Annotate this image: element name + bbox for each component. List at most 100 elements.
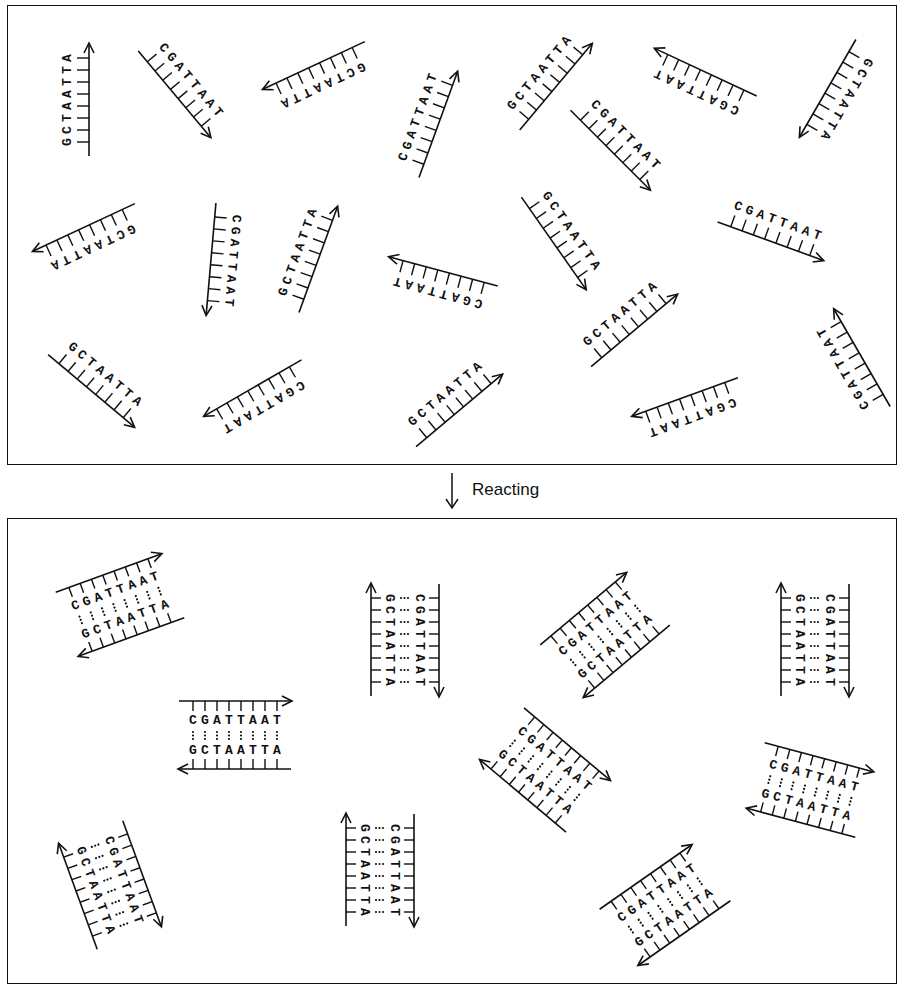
base-rung [429, 657, 439, 658]
hydrogen-bond-dot [382, 911, 384, 913]
base-rung [781, 633, 791, 634]
hydrogen-bond-dot [827, 790, 830, 793]
base-sequence: GCTAATTA [792, 594, 807, 690]
hydrogen-bond-dot [511, 742, 514, 745]
base-rung [742, 220, 746, 231]
base-rung [429, 597, 439, 598]
base-rung [208, 289, 220, 290]
base-rung [831, 322, 841, 328]
hydrogen-bond-dot [403, 621, 405, 623]
base-rung [810, 756, 813, 766]
hydrogen-bond-dot [157, 586, 160, 589]
double-strand-drawing [175, 695, 295, 775]
hydrogen-bond-dot [813, 657, 815, 659]
hydrogen-bond-dot [769, 775, 772, 778]
base-rung [435, 270, 438, 282]
base-rung [646, 411, 650, 422]
hydrogen-bond-dot [700, 883, 703, 886]
backbone-line [88, 44, 90, 156]
base-rung [346, 899, 356, 900]
hydrogen-bond-dot [216, 738, 218, 740]
hydrogen-bond-dot [815, 787, 818, 790]
base-rung [276, 83, 281, 94]
base-rung [799, 752, 802, 762]
base-rung [421, 138, 432, 142]
base-rung [603, 341, 611, 350]
base-rung [839, 645, 849, 646]
base-rung [849, 52, 859, 58]
hydrogen-bond-dot [400, 633, 402, 635]
base-rung [125, 567, 128, 576]
base-rung [614, 146, 622, 154]
base-rung [825, 93, 835, 99]
base-rung [156, 617, 159, 626]
base-rung [855, 363, 865, 369]
hydrogen-bond-dot [768, 778, 771, 781]
base-rung [845, 765, 848, 775]
hydrogen-bond-dot [792, 781, 795, 784]
base-rung [346, 839, 356, 840]
base-rung [346, 851, 356, 852]
hydrogen-bond-dot [264, 731, 266, 733]
base-sequence: CGATTAAT [412, 594, 427, 690]
hydrogen-bond-dot [532, 755, 535, 758]
base-rung [578, 271, 588, 278]
hydrogen-bond-dot [403, 657, 405, 659]
base-rung [77, 93, 89, 94]
base-rung [276, 701, 277, 711]
hydrogen-bond-dot [115, 913, 118, 916]
backbone-line [848, 584, 850, 696]
base-rung [528, 792, 534, 800]
reaction-label: Reacting [472, 480, 539, 500]
base-rung [216, 759, 217, 769]
hydrogen-bond-dot [637, 918, 640, 921]
base-rung [634, 642, 640, 650]
hydrogen-bond-dot [124, 602, 127, 605]
hydrogen-bond-dot [817, 609, 819, 611]
base-rung [80, 899, 89, 902]
hydrogen-bond-dot [400, 609, 402, 611]
hydrogen-bond-dot [192, 738, 194, 740]
arrow-head [829, 306, 843, 320]
base-rung [702, 391, 706, 402]
hydrogen-bond-dot [817, 621, 819, 623]
base-rung [404, 839, 414, 840]
base-rung [550, 231, 560, 238]
hydrogen-bond-dot [599, 638, 602, 641]
base-rung [781, 657, 791, 658]
base-rung [500, 769, 506, 777]
base-rung [660, 867, 666, 875]
hydrogen-bond-dot [403, 609, 405, 611]
hydrogen-bond-dot [522, 747, 525, 750]
hydrogen-bond-dot [112, 603, 115, 606]
arrow-head [681, 840, 695, 854]
base-rung [417, 149, 428, 153]
arrow-head [667, 290, 681, 304]
hydrogen-bond-dot [767, 782, 770, 785]
base-rung [123, 409, 131, 418]
base-sequence: CGATTAAT [189, 713, 285, 728]
base-rung [574, 756, 580, 764]
base-rung [469, 279, 472, 291]
base-rung [580, 112, 588, 120]
base-rung [819, 818, 822, 828]
base-rung [46, 245, 51, 256]
base-rung [597, 597, 603, 605]
hydrogen-bond-dot [126, 605, 129, 608]
base-rung [674, 60, 679, 71]
base-rung [537, 725, 543, 733]
hydrogen-bond-dot [810, 657, 812, 659]
hydrogen-bond-dot [590, 645, 593, 648]
hydrogen-bond-dot [382, 863, 384, 865]
hydrogen-bond-dot [625, 612, 628, 615]
hydrogen-bond-dot [627, 615, 630, 618]
double-strand-drawing [775, 580, 855, 700]
hydrogen-bond-dot [574, 664, 577, 667]
hydrogen-bond-dot [629, 928, 632, 931]
base-rung [558, 65, 567, 73]
hydrogen-bond-dot [780, 778, 783, 781]
hydrogen-bond-dot [407, 681, 409, 683]
base-rung [192, 759, 193, 769]
arrow-head [201, 407, 215, 421]
base-rung [213, 241, 225, 242]
